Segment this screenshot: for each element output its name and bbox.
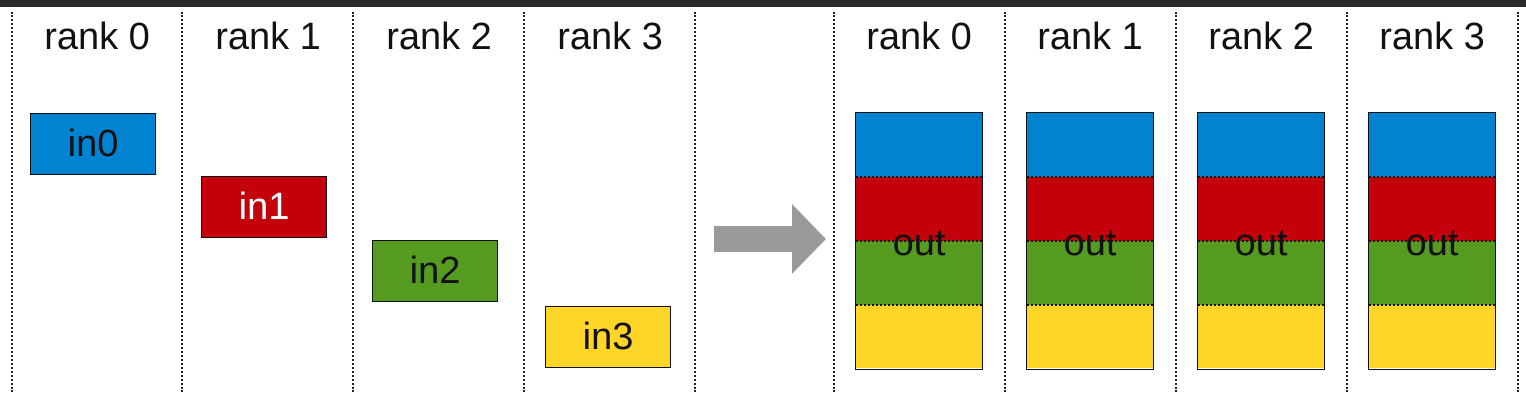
output-segment-green <box>1369 241 1495 305</box>
segment-separator <box>1369 176 1495 178</box>
column-divider <box>1004 12 1006 392</box>
segment-separator <box>856 240 982 242</box>
output-label: out <box>1234 222 1288 264</box>
left-rank-label: rank 2 <box>386 16 492 58</box>
input-buffer-in0: in0 <box>30 113 156 175</box>
column-divider <box>1346 12 1348 392</box>
left-rank-label: rank 3 <box>557 16 663 58</box>
column-divider <box>11 12 13 392</box>
input-buffer-in3: in3 <box>545 306 671 368</box>
segment-separator <box>1369 240 1495 242</box>
output-segment-red <box>856 177 982 241</box>
segment-separator <box>856 176 982 178</box>
output-segment-green <box>1198 241 1324 305</box>
column-divider <box>181 12 183 392</box>
output-segment-red <box>1369 177 1495 241</box>
segment-separator <box>1369 304 1495 306</box>
output-buffer-rank-0: out <box>855 112 983 370</box>
output-segment-yellow <box>1369 305 1495 368</box>
column-divider <box>523 12 525 392</box>
output-segment-green <box>1027 241 1153 305</box>
output-buffer-rank-1: out <box>1026 112 1154 370</box>
segment-separator <box>1027 240 1153 242</box>
segment-separator <box>856 304 982 306</box>
column-divider <box>833 12 835 392</box>
segment-separator <box>1027 176 1153 178</box>
right-rank-label: rank 3 <box>1379 16 1485 58</box>
output-segment-blue <box>1027 113 1153 177</box>
column-divider <box>1517 12 1519 392</box>
left-rank-label: rank 1 <box>215 16 321 58</box>
right-arrow-icon <box>714 204 826 274</box>
input-buffer-in1: in1 <box>201 176 327 238</box>
right-rank-label: rank 2 <box>1208 16 1314 58</box>
output-segment-yellow <box>1198 305 1324 368</box>
output-label: out <box>1405 222 1459 264</box>
output-segment-blue <box>1198 113 1324 177</box>
output-segment-red <box>1027 177 1153 241</box>
right-rank-label: rank 0 <box>866 16 972 58</box>
segment-separator <box>1198 304 1324 306</box>
output-segment-green <box>856 241 982 305</box>
segment-separator <box>1198 176 1324 178</box>
output-segment-yellow <box>856 305 982 368</box>
column-divider <box>352 12 354 392</box>
column-divider <box>694 12 696 392</box>
column-divider <box>1175 12 1177 392</box>
left-rank-label: rank 0 <box>44 16 150 58</box>
output-buffer-rank-3: out <box>1368 112 1496 370</box>
right-rank-label: rank 1 <box>1037 16 1143 58</box>
input-buffer-in2: in2 <box>372 240 498 302</box>
segment-separator <box>1027 304 1153 306</box>
output-segment-blue <box>1369 113 1495 177</box>
output-segment-red <box>1198 177 1324 241</box>
output-label: out <box>892 222 946 264</box>
segment-separator <box>1198 240 1324 242</box>
output-segment-yellow <box>1027 305 1153 368</box>
output-label: out <box>1063 222 1117 264</box>
output-segment-blue <box>856 113 982 177</box>
output-buffer-rank-2: out <box>1197 112 1325 370</box>
top-border <box>0 0 1526 7</box>
